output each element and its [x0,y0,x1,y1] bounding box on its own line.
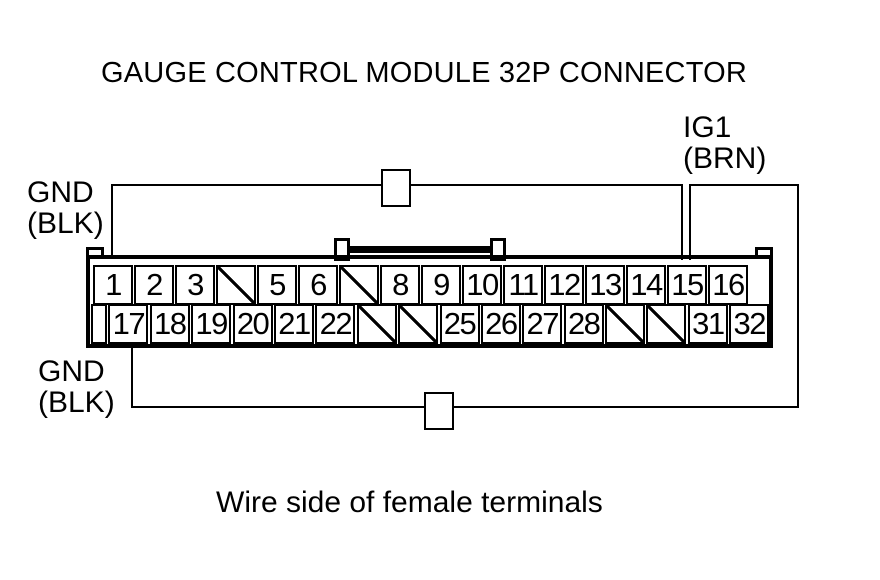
bottom-wire-test-box [424,392,454,430]
pin-cell-26: 26 [480,304,521,344]
gnd-wire-bottom-horizontal-right [452,406,799,408]
gnd-bottom-label: GND (BLK) [38,356,115,418]
pin-cell-19: 19 [191,304,232,344]
pin-cell-9: 9 [421,265,461,305]
top-wire-test-box [381,169,411,207]
ig1-name: IG1 [683,111,732,144]
pin-cell-14: 14 [626,265,666,305]
right-wire-vertical [797,184,799,408]
gnd-top-label: GND (BLK) [27,177,104,239]
pin-cell-empty [605,304,646,344]
diagram-title: GAUGE CONTROL MODULE 32P CONNECTOR [101,57,747,89]
pin-cell-6: 6 [298,265,338,305]
pin-cell-16: 16 [708,265,748,305]
pin-cell-31: 31 [687,304,728,344]
connector-shell [86,255,773,348]
pin-cell-17: 17 [108,304,149,344]
pin-cell-5: 5 [257,265,297,305]
ig1-wire-color: (BRN) [683,142,767,175]
ig1-label: IG1 (BRN) [683,112,766,174]
gnd-bottom-wire-color: (BLK) [38,386,115,419]
gnd-wire-top-horizontal-right [409,184,683,186]
gnd-top-wire-color: (BLK) [27,207,104,240]
gnd-wire-pin17-vertical [131,346,133,408]
pin-cell-20: 20 [232,304,273,344]
gnd-wire-bottom-horizontal-left [131,406,424,408]
diagram-caption: Wire side of female terminals [216,486,603,519]
gnd-bottom-name: GND [38,355,105,388]
pin-cell-10: 10 [462,265,502,305]
pin-cell-empty [216,265,256,305]
ig1-wire-pin15-vertical-right [689,184,691,260]
pin-cell-empty [356,304,397,344]
pin-cell-3: 3 [175,265,215,305]
pin-cell-28: 28 [563,304,604,344]
pin-cell-empty [398,304,439,344]
ig1-wire-top-horizontal [691,184,799,186]
pin-cell-13: 13 [585,265,625,305]
gnd-wire-pin1-vertical [111,184,113,258]
pin-cell-12: 12 [544,265,584,305]
pin-cell-22: 22 [315,304,356,344]
pin-cell-2: 2 [134,265,174,305]
ig1-wire-pin15-vertical-left [681,184,683,260]
pin-cell-27: 27 [522,304,563,344]
connector-latch-bar [337,246,503,253]
pin-cell-1: 1 [93,265,133,305]
gnd-wire-top-horizontal-left [111,184,382,186]
pin-cell-blank [91,304,107,344]
pin-cell-25: 25 [439,304,480,344]
pin-cell-empty [646,304,687,344]
pin-cell-21: 21 [273,304,314,344]
pin-cell-empty [339,265,379,305]
pin-cell-8: 8 [380,265,420,305]
pin-cell-32: 32 [729,304,770,344]
pin-cell-18: 18 [149,304,190,344]
gnd-top-name: GND [27,176,94,209]
pin-cell-15: 15 [667,265,707,305]
pin-cell-11: 11 [503,265,543,305]
